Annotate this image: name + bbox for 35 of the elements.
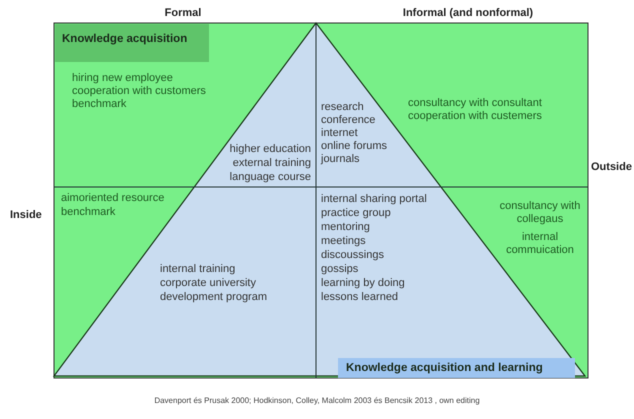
list-item: research bbox=[321, 101, 364, 114]
list-item: corporate university bbox=[160, 277, 256, 290]
list-item: language course bbox=[230, 171, 311, 184]
list-item: aimoriented resource bbox=[61, 192, 164, 205]
title-banner: Knowledge acquisition and learning bbox=[338, 358, 575, 378]
list-item: conference bbox=[321, 114, 376, 127]
list-item: benchmark bbox=[61, 206, 116, 219]
source-caption: Davenport és Prusak 2000; Hodkinson, Colley, Malcolm 2003 és Bencsik 2013 , own editing bbox=[153, 396, 481, 405]
title-banner: Knowledge acquisition bbox=[55, 24, 209, 62]
list-item: external training bbox=[232, 157, 311, 170]
axis-label: Inside bbox=[10, 209, 42, 222]
list-item: meetings bbox=[321, 235, 366, 248]
list-item: mentoring bbox=[321, 221, 370, 234]
axis-label: Informal (and nonformal) bbox=[402, 7, 534, 20]
list-item: internal sharing portal bbox=[321, 193, 427, 206]
list-item: internet bbox=[321, 127, 358, 140]
list-item: practice group bbox=[321, 207, 391, 220]
list-item: discoussings bbox=[321, 249, 384, 262]
list-item: cooperation with custemers bbox=[408, 110, 542, 123]
list-item: hiring new employee bbox=[72, 72, 173, 85]
list-item: journals bbox=[321, 153, 360, 166]
list-item: online forums bbox=[321, 140, 388, 153]
list-item: consultancy with collegaus bbox=[498, 200, 582, 226]
axis-label: Formal bbox=[164, 7, 202, 20]
list-item: internal training bbox=[160, 263, 236, 276]
list-item: learning by doing bbox=[321, 277, 405, 290]
list-item: internal commuication bbox=[505, 231, 575, 257]
list-item: cooperation with customers bbox=[72, 85, 206, 98]
list-item: development program bbox=[160, 291, 268, 304]
list-item: higher education bbox=[230, 143, 311, 156]
list-item: benchmark bbox=[72, 98, 126, 111]
list-item: lessons learned bbox=[321, 291, 398, 304]
list-item: gossips bbox=[321, 263, 358, 276]
list-item: consultancy with consultant bbox=[408, 97, 542, 110]
axis-label: Outside bbox=[591, 161, 632, 174]
